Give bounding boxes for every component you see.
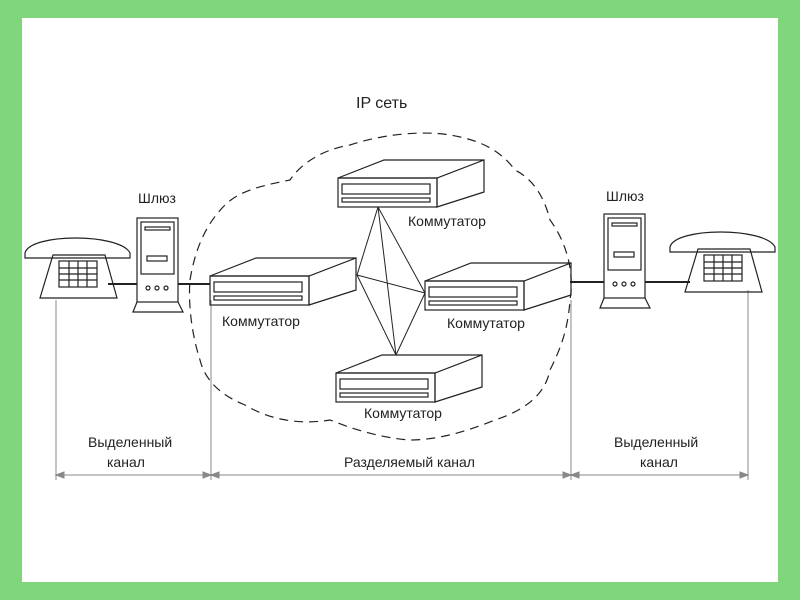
- switch-top: [337, 159, 485, 208]
- switch-right-label: Коммутатор: [447, 315, 525, 331]
- switch-top-label: Коммутатор: [408, 213, 486, 229]
- dedicated-right-label-1: Выделенный: [614, 434, 698, 450]
- switch-left-label: Коммутатор: [222, 313, 300, 329]
- links: [108, 281, 690, 285]
- phone-left: [24, 237, 131, 299]
- dedicated-left-label-2: канал: [107, 454, 145, 470]
- diagram-canvas: [22, 18, 778, 582]
- gateway-left: [132, 217, 184, 313]
- phone-right: [669, 231, 776, 293]
- dedicated-right-label-2: канал: [640, 454, 678, 470]
- switch-right: [424, 262, 572, 311]
- gateway-left-label: Шлюз: [138, 190, 176, 206]
- shared-channel-label: Разделяемый канал: [344, 454, 475, 470]
- switch-bottom: [335, 354, 483, 403]
- dimension-lines: [54, 290, 750, 480]
- ip-network-cloud: [188, 132, 572, 441]
- gateway-right: [599, 213, 651, 309]
- switch-left: [209, 257, 357, 306]
- mesh-links: [356, 206, 426, 356]
- switch-bottom-label: Коммутатор: [364, 405, 442, 421]
- diagram-title: IP сеть: [356, 95, 407, 112]
- gateway-right-label: Шлюз: [606, 188, 644, 204]
- dedicated-left-label-1: Выделенный: [88, 434, 172, 450]
